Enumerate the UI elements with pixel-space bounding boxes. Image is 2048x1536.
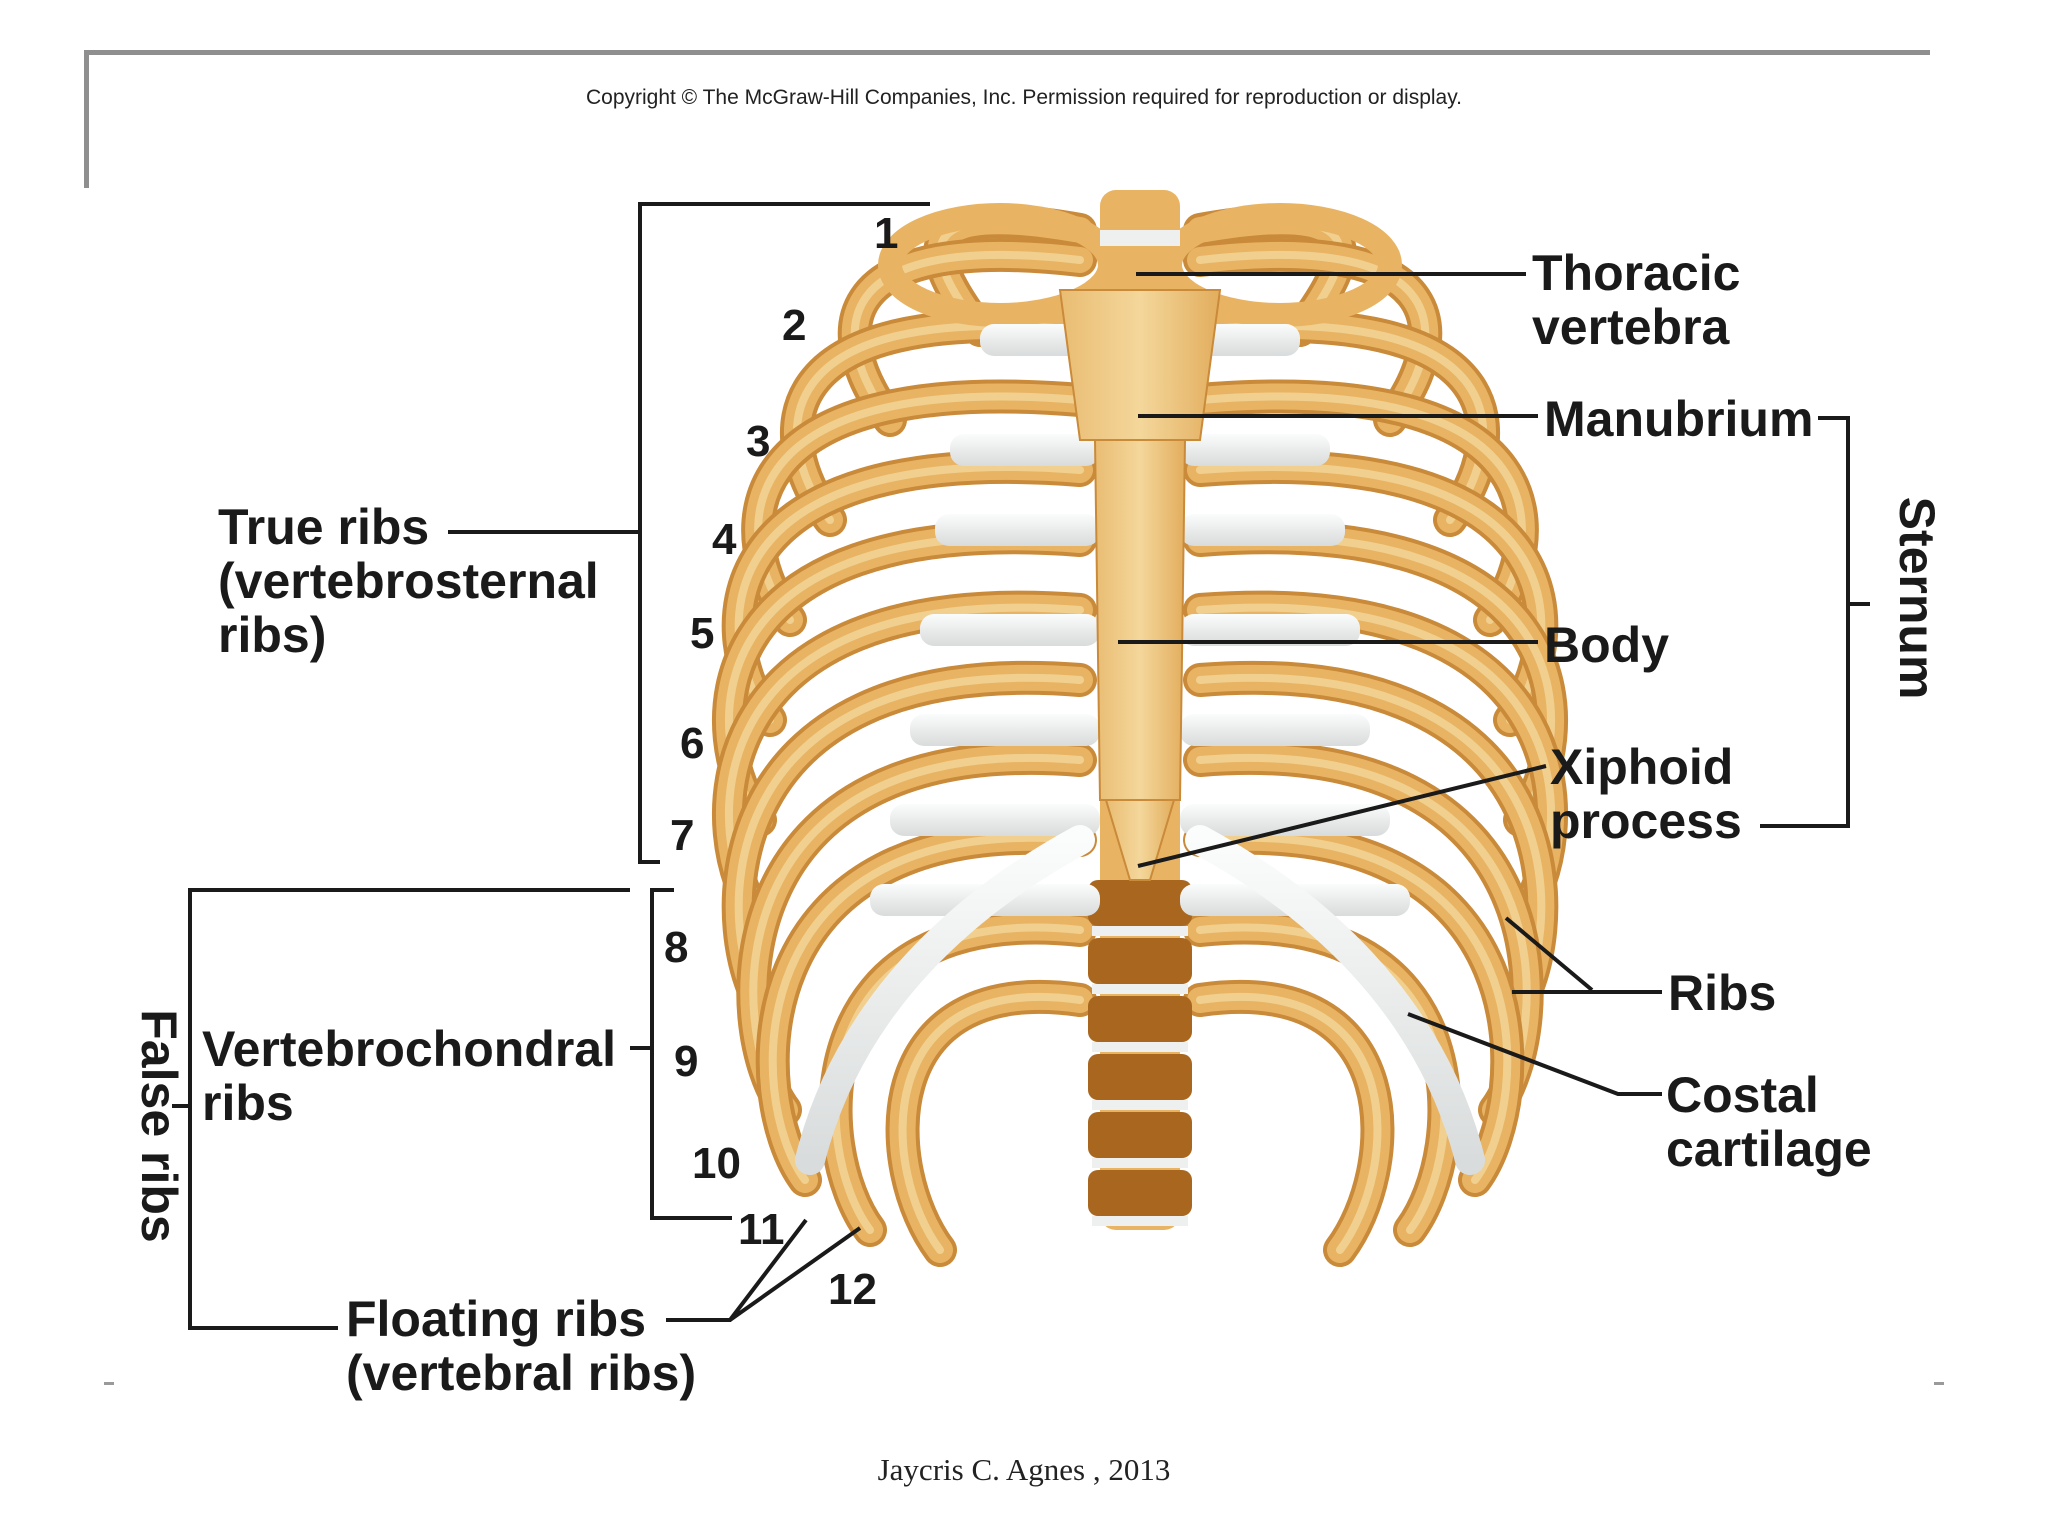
slide-frame-top — [84, 50, 1930, 55]
rib-number-10: 10 — [692, 1139, 741, 1188]
rib-number-4: 4 — [712, 515, 737, 564]
vertebra-1 — [1088, 880, 1192, 926]
label-floating-ribs-2: (vertebral ribs) — [346, 1345, 697, 1401]
label-vertebrochondral-2: ribs — [202, 1075, 294, 1131]
rib-number-3: 3 — [746, 417, 771, 466]
bracket-true-ribs — [638, 202, 930, 864]
vertebra-3 — [1088, 996, 1192, 1042]
vertebra-6 — [1088, 1170, 1192, 1216]
footer-credit: Jaycris C. Agnes , 2013 — [877, 1452, 1171, 1487]
costal-cartilage-right-3 — [1180, 514, 1345, 546]
slide-frame-left — [84, 50, 89, 188]
rib-number-5: 5 — [690, 609, 715, 658]
intervertebral-disc-5 — [1092, 1158, 1188, 1168]
label-true-ribs-3: ribs) — [218, 607, 327, 663]
label-floating-ribs-1: Floating ribs — [346, 1291, 646, 1347]
leader-floating-ribs — [666, 1218, 862, 1322]
leader-costal-cartilage — [1407, 1012, 1662, 1096]
rib-12-highlight — [898, 993, 1382, 1254]
vertebra-2 — [1088, 938, 1192, 984]
costal-cartilage-left-6 — [890, 804, 1100, 836]
intervertebral-disc-6 — [1092, 1216, 1188, 1226]
slide-corner-mark-left — [104, 1382, 114, 1385]
label-costal-2: cartilage — [1666, 1121, 1872, 1177]
intervertebral-disc-2 — [1092, 984, 1188, 994]
rib-2-highlight — [850, 251, 1430, 424]
intervertebral-disc-1 — [1092, 926, 1188, 936]
costal-cartilage-right-4 — [1180, 614, 1360, 646]
leader-xiphoid — [1137, 764, 1547, 868]
manubrium-bone — [1058, 289, 1222, 441]
costal-cartilage-right-5 — [1180, 714, 1370, 746]
label-manubrium: Manubrium — [1544, 391, 1814, 447]
label-thoracic-vertebra-1: Thoracic — [1532, 245, 1741, 301]
intervertebral-disc-3 — [1092, 1042, 1188, 1052]
label-thoracic-vertebra-2: vertebra — [1532, 299, 1730, 355]
label-false-ribs: False ribs — [131, 1009, 187, 1243]
costal-cartilage-left-2 — [950, 434, 1100, 466]
rib-number-1: 1 — [874, 209, 899, 258]
leader-ribs — [1504, 916, 1662, 994]
costal-cartilages — [795, 324, 1485, 1175]
costal-cartilage-right-6 — [1180, 804, 1390, 836]
label-true-ribs-1: True ribs — [218, 499, 430, 555]
rib-number-8: 8 — [664, 923, 689, 972]
rib-number-9: 9 — [674, 1037, 699, 1086]
costal-cartilage-right-lower — [1185, 825, 1485, 1175]
label-ribs: Ribs — [1668, 965, 1777, 1021]
vertebra-4 — [1088, 1054, 1192, 1100]
label-sternum: Sternum — [1889, 496, 1945, 700]
rib-4-highlight — [754, 392, 1526, 624]
label-xiphoid-1: Xiphoid — [1550, 739, 1734, 795]
bracket-vertebrochondral — [650, 888, 732, 1220]
xiphoid-bone — [1104, 799, 1176, 881]
rib-number-11: 11 — [738, 1205, 785, 1254]
label-true-ribs-2: (vertebrosternal — [218, 553, 599, 609]
rib-10-highlight — [768, 833, 1512, 1184]
bracket-sternum — [1760, 416, 1850, 828]
costal-cartilage-left-5 — [910, 714, 1100, 746]
leader-lines — [172, 202, 1870, 1330]
rib-number-6: 6 — [680, 719, 705, 768]
costal-cartilage-right-2 — [1180, 434, 1330, 466]
sternum-bone — [1058, 289, 1222, 881]
label-vertebrochondral-1: Vertebrochondral — [202, 1021, 616, 1077]
label-body: Body — [1544, 617, 1669, 673]
label-xiphoid-2: process — [1550, 793, 1742, 849]
sternum-body-bone — [1093, 439, 1187, 801]
slide-corner-mark-right — [1934, 1382, 1944, 1385]
costal-cartilage-left-lower — [795, 825, 1095, 1175]
rib-3-highlight — [793, 321, 1487, 524]
costal-cartilage-left-4 — [920, 614, 1100, 646]
intervertebral-disc-top — [1100, 230, 1180, 246]
label-costal-1: Costal — [1666, 1067, 1819, 1123]
intervertebral-disc-4 — [1092, 1100, 1188, 1110]
rib-number-7: 7 — [670, 811, 695, 860]
costal-cartilage-left-3 — [935, 514, 1100, 546]
bracket-false-ribs — [188, 888, 630, 1330]
rib-number-2: 2 — [782, 301, 807, 350]
vertebra-5 — [1088, 1112, 1192, 1158]
copyright-notice: Copyright © The McGraw-Hill Companies, I… — [585, 86, 1463, 109]
rib-number-12: 12 — [828, 1265, 877, 1314]
ribs-group — [711, 203, 1569, 1267]
